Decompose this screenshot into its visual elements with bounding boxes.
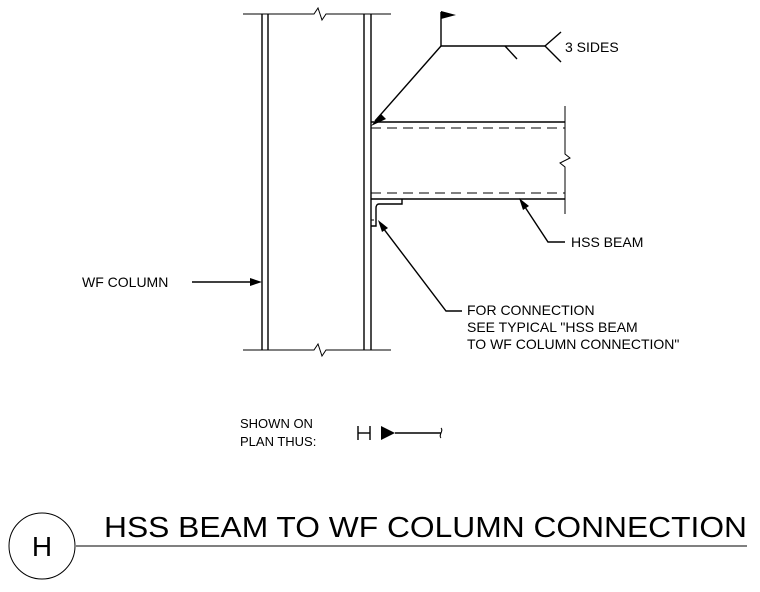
wf-column — [243, 6, 391, 358]
plan-symbol-line2: PLAN THUS: — [240, 434, 316, 449]
arrowhead-icon — [519, 198, 529, 210]
moment-connection-icon — [381, 426, 395, 440]
connection-note-line3: TO WF COLUMN CONNECTION" — [467, 336, 679, 352]
plan-symbol-line1: SHOWN ON — [240, 416, 313, 431]
hss-beam — [371, 106, 571, 214]
plan-symbol — [357, 426, 443, 440]
field-weld-flag-icon — [441, 11, 456, 19]
wf-column-label: WF COLUMN — [82, 274, 168, 290]
connection-angle — [371, 199, 403, 227]
connection-leader — [378, 220, 462, 312]
hss-beam-label: HSS BEAM — [571, 234, 643, 250]
arrowhead-icon — [371, 114, 386, 126]
arrowhead-icon — [378, 220, 388, 232]
hss-beam-leader — [519, 198, 565, 243]
detail-bubble-letter: H — [32, 531, 52, 562]
connection-note-line2: SEE TYPICAL "HSS BEAM — [467, 319, 638, 335]
weld-sides-label: 3 SIDES — [565, 39, 619, 55]
detail-bubble — [8, 512, 76, 580]
weld-symbol — [371, 11, 562, 126]
wf-column-leader — [192, 278, 262, 286]
connection-note-line1: FOR CONNECTION — [467, 302, 595, 318]
detail-title: HSS BEAM TO WF COLUMN CONNECTION — [104, 512, 747, 544]
arrowhead-icon — [250, 278, 262, 286]
